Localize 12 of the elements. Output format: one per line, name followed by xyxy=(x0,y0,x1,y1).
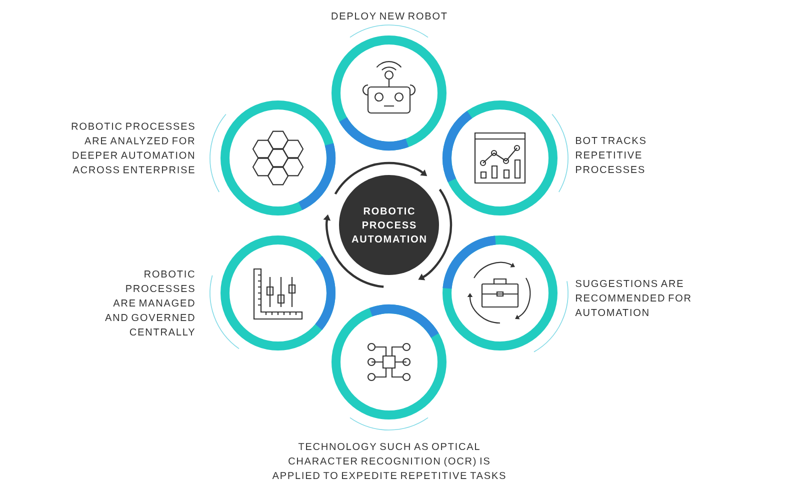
ring-circle xyxy=(220,236,336,350)
ring-circle xyxy=(442,100,558,216)
caption-text: DEPLOY NEW ROBOT xyxy=(332,12,447,20)
caption-text: SUGGESTIONS ARE RECOMMENDED FOR AUTOMATION xyxy=(575,280,691,316)
caption-text: BOT TRACKS REPETITIVE PROCESSES xyxy=(576,136,646,174)
ring-circle xyxy=(332,36,446,150)
ring-circle xyxy=(442,236,558,350)
ring-circle xyxy=(332,304,446,420)
caption-text: TECHNOLOGY SUCH AS OPTICAL CHARACTER RECOGNITION (OCR) IS APPLIED TO EXPEDITE REPETITIVE TASKS xyxy=(272,442,506,480)
caption-text: ROBOTIC PROCESSES ARE MANAGED AND GOVERNED CENTRALLY xyxy=(105,270,195,336)
caption-text: ROBOTIC PROCESSES ARE ANALYZED FOR DEEPER AUTOMATION ACROSS ENTERPRISE xyxy=(72,122,194,174)
ring-circle xyxy=(220,100,336,216)
